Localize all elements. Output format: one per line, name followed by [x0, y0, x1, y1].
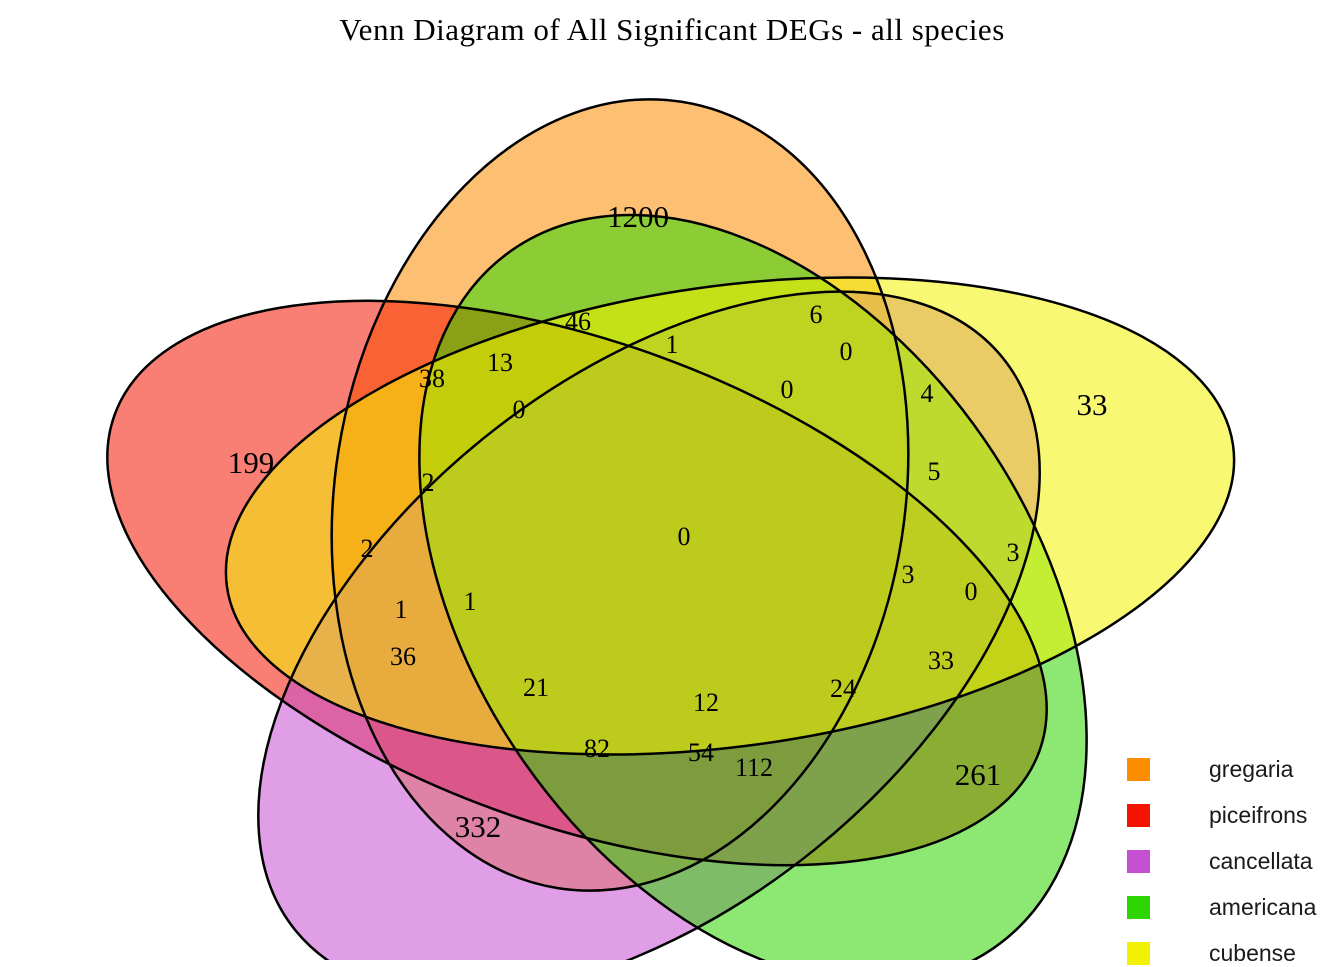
- legend-item-cancellata: cancellata: [1127, 847, 1313, 874]
- legend-item-gregaria: gregaria: [1127, 755, 1294, 782]
- outline-gregaria: [330, 98, 910, 892]
- venn-region-count: 24: [830, 674, 856, 703]
- venn-region-count: 261: [954, 757, 1002, 792]
- venn-region-count: 0: [512, 395, 526, 424]
- venn-region-count: 332: [454, 809, 502, 844]
- venn-outlines: [106, 98, 1236, 960]
- venn-region-count: 1: [665, 330, 679, 359]
- venn-region-count: 12: [693, 688, 719, 717]
- venn-region-count: 1: [463, 587, 477, 616]
- venn-region-count: 3: [901, 560, 915, 589]
- legend-item-cubense: cubense: [1127, 939, 1296, 966]
- venn-region-count: 4: [920, 379, 934, 408]
- legend-swatch-gregaria: [1127, 757, 1150, 781]
- legend-item-americana: americana: [1127, 893, 1317, 920]
- venn-region-count: 6: [809, 300, 823, 329]
- venn-region-count: 38: [419, 364, 445, 393]
- outline-cubense: [224, 276, 1236, 756]
- legend-swatch-piceifrons: [1127, 803, 1150, 827]
- venn-region-count: 3: [1006, 538, 1020, 567]
- venn-region-count: 2: [421, 468, 435, 497]
- venn-region-count: 0: [839, 337, 853, 366]
- venn-region-count: 5: [927, 457, 941, 486]
- legend-item-piceifrons: piceifrons: [1127, 801, 1308, 828]
- venn-region-count: 1200: [607, 199, 669, 234]
- legend-item-label: cancellata: [1209, 847, 1313, 874]
- venn-region-count: 54: [688, 738, 714, 767]
- venn-region-count: 1: [394, 595, 408, 624]
- venn-region-count: 199: [227, 445, 275, 480]
- legend-swatch-americana: [1127, 895, 1150, 919]
- legend-item-label: piceifrons: [1209, 801, 1308, 828]
- venn-region-count: 82: [584, 734, 610, 763]
- venn-region-count: 46: [565, 307, 591, 336]
- venn-region-count: 112: [734, 753, 774, 782]
- venn-region-count: 33: [1076, 387, 1108, 422]
- outline-cancellata: [257, 290, 1041, 960]
- venn-region-count: 0: [677, 522, 691, 551]
- venn-region-count: 13: [487, 348, 513, 377]
- venn-region-count: 33: [928, 646, 954, 675]
- venn-region-count: 0: [780, 375, 794, 404]
- outline-piceifrons: [106, 299, 1048, 867]
- legend-item-label: cubense: [1209, 939, 1296, 966]
- legend-item-label: gregaria: [1209, 755, 1294, 782]
- outline-americana: [418, 213, 1088, 960]
- legend-item-label: americana: [1209, 893, 1317, 920]
- venn-fills: [107, 99, 1235, 960]
- ellipse-cubense: [225, 277, 1235, 755]
- legend-swatch-cubense: [1127, 941, 1150, 965]
- venn-region-count: 2: [360, 534, 374, 563]
- venn-region-count: 0: [964, 577, 978, 606]
- venn-region-count: 21: [523, 673, 549, 702]
- legend-swatch-cancellata: [1127, 849, 1150, 873]
- chart-title: Venn Diagram of All Significant DEGs - a…: [339, 12, 1005, 47]
- venn-region-count: 36: [390, 642, 416, 671]
